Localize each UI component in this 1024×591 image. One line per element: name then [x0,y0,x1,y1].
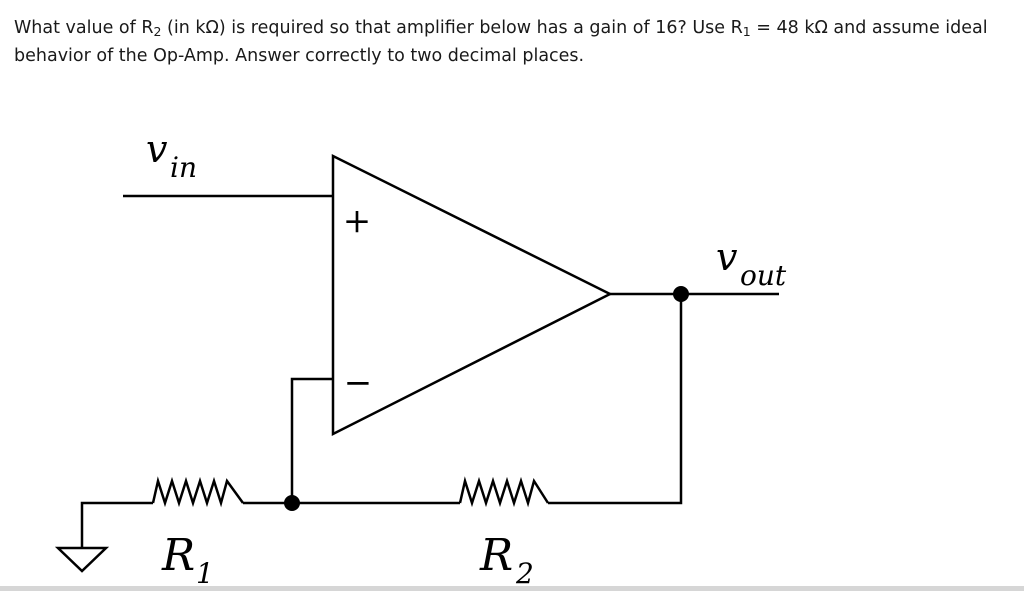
vin-subscript: in [170,151,197,184]
r2-subscript: 2 [515,557,534,590]
r1-label: R [161,530,195,581]
ground-wire [80,501,153,548]
inverting-input-wire [290,377,333,503]
question-part-2: (in kΩ) is required so that amplifier be… [161,18,743,38]
question-part-3: = 48 kΩ and assume ideal behavior of the… [14,18,988,66]
inverting-node-dot [284,495,300,511]
vout-subscript: out [740,259,787,292]
question-text: What value of R2 (in kΩ) is required so … [14,14,1018,70]
question-sub-r1: 1 [742,24,751,39]
r2-label: R [479,530,513,581]
question-sub-r2: 2 [153,24,162,39]
bottom-divider [0,586,1024,591]
r1-resistor [151,476,245,508]
r2-resistor [458,476,550,508]
vout-label: v [716,235,738,279]
minus-sign: − [344,363,373,403]
r1-subscript: 1 [196,557,214,590]
feedback-wire [548,294,683,505]
opamp-triangle [331,153,613,437]
plus-sign: + [343,201,372,241]
vin-label: v [146,127,168,171]
ground-icon [54,546,110,573]
question-part-1: What value of R [14,18,154,38]
